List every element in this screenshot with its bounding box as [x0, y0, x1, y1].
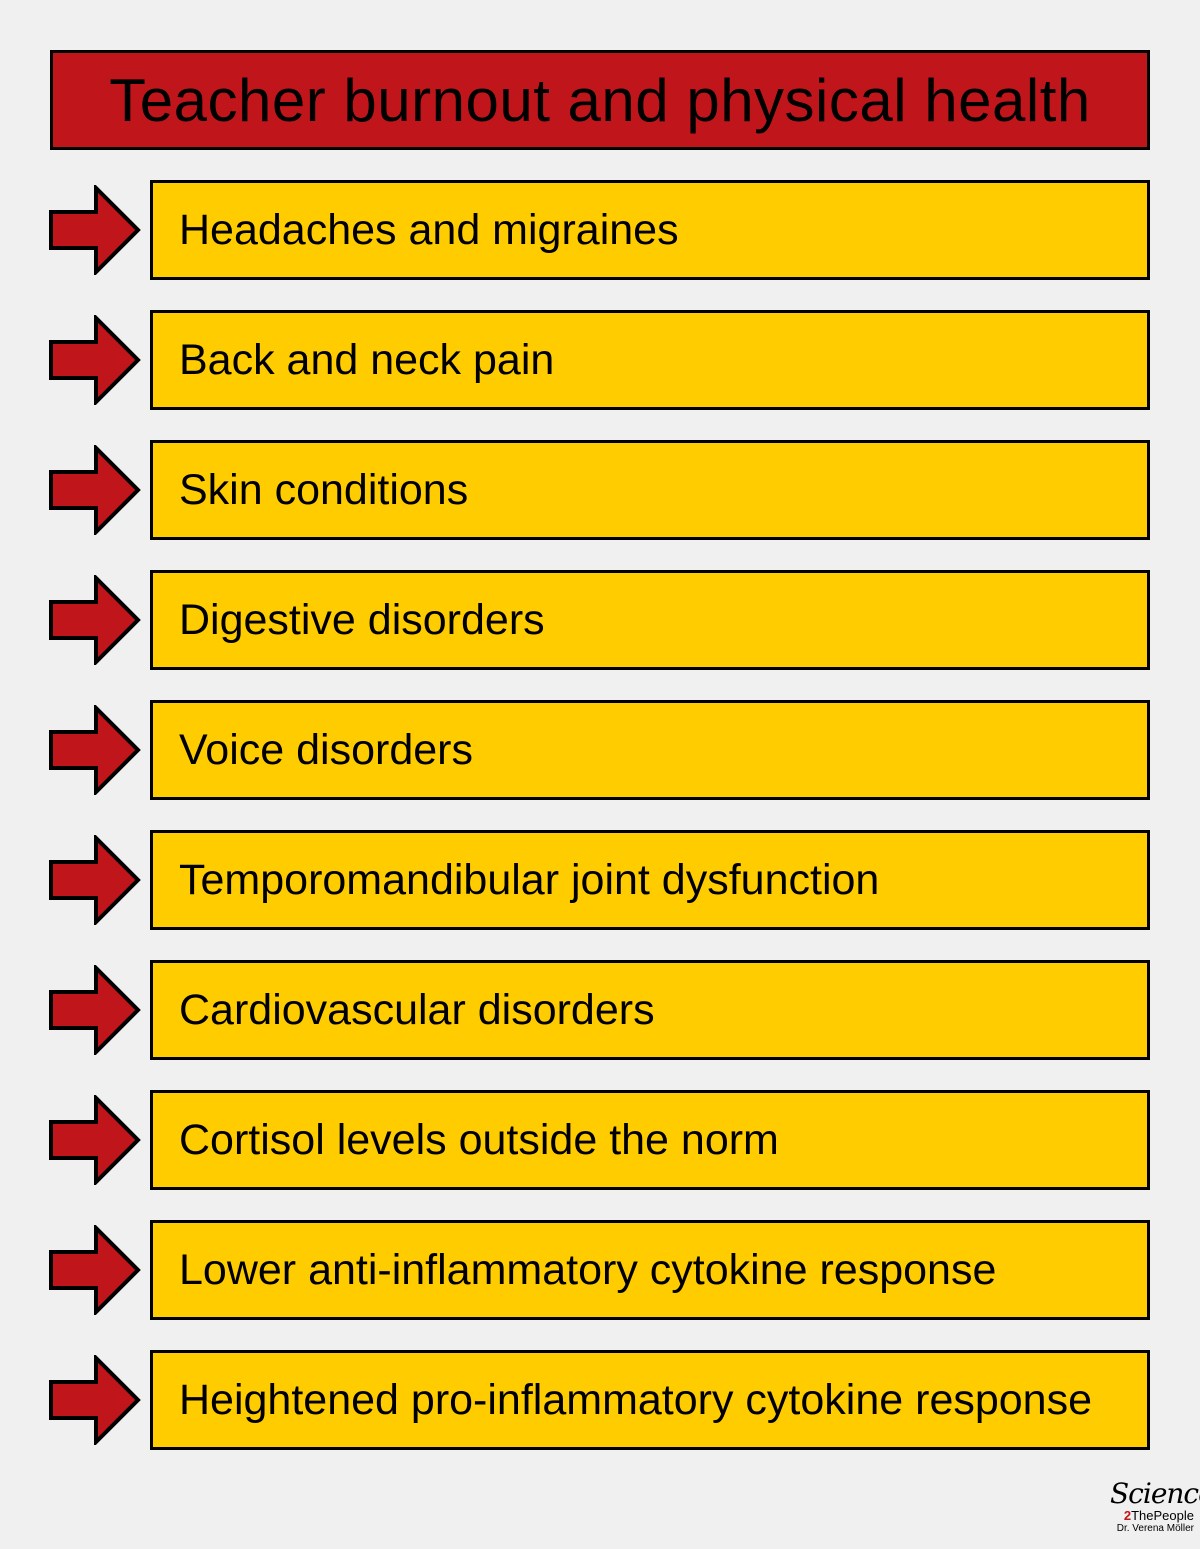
list-item: Digestive disorders: [0, 570, 1200, 670]
item-box: Cortisol levels outside the norm: [150, 1090, 1150, 1190]
item-box: Cardiovascular disorders: [150, 960, 1150, 1060]
item-box: Temporomandibular joint dysfunction: [150, 830, 1150, 930]
right-arrow-icon: [49, 1355, 141, 1445]
item-box: Voice disorders: [150, 700, 1150, 800]
item-box: Lower anti-inflammatory cytokine respons…: [150, 1220, 1150, 1320]
logo-brand: ThePeople: [1131, 1508, 1194, 1523]
item-label: Heightened pro-inflammatory cytokine res…: [179, 1375, 1093, 1424]
right-arrow-icon: [49, 965, 141, 1055]
right-arrow-icon: [49, 705, 141, 795]
list-item: Skin conditions: [0, 440, 1200, 540]
title-banner: Teacher burnout and physical health: [50, 50, 1150, 150]
item-label: Headaches and migraines: [179, 205, 679, 254]
list-item: Headaches and migraines: [0, 180, 1200, 280]
item-box: Back and neck pain: [150, 310, 1150, 410]
item-label: Voice disorders: [179, 725, 473, 774]
right-arrow-icon: [49, 1225, 141, 1315]
right-arrow-icon: [49, 315, 141, 405]
right-arrow-icon: [49, 835, 141, 925]
item-label: Temporomandibular joint dysfunction: [179, 855, 880, 904]
list-item: Cardiovascular disorders: [0, 960, 1200, 1060]
right-arrow-icon: [49, 445, 141, 535]
item-box: Digestive disorders: [150, 570, 1150, 670]
item-label: Cardiovascular disorders: [179, 985, 655, 1034]
right-arrow-icon: [49, 575, 141, 665]
list-item: Heightened pro-inflammatory cytokine res…: [0, 1350, 1200, 1450]
list-item: Lower anti-inflammatory cytokine respons…: [0, 1220, 1200, 1320]
brand-logo: Science 2ThePeople Dr. Verena Möller: [1110, 1477, 1200, 1535]
list-item: Back and neck pain: [0, 310, 1200, 410]
list-item: Voice disorders: [0, 700, 1200, 800]
item-box: Heightened pro-inflammatory cytokine res…: [150, 1350, 1150, 1450]
list-item: Cortisol levels outside the norm: [0, 1090, 1200, 1190]
logo-brand-line: 2ThePeople: [1110, 1509, 1194, 1523]
list-item: Temporomandibular joint dysfunction: [0, 830, 1200, 930]
logo-script-text: Science: [1110, 1477, 1200, 1510]
item-box: Skin conditions: [150, 440, 1150, 540]
item-box: Headaches and migraines: [150, 180, 1150, 280]
item-label: Skin conditions: [179, 465, 469, 514]
right-arrow-icon: [49, 1095, 141, 1185]
logo-author: Dr. Verena Möller: [1116, 1523, 1194, 1534]
item-label: Cortisol levels outside the norm: [179, 1115, 779, 1164]
item-label: Digestive disorders: [179, 595, 545, 644]
item-label: Lower anti-inflammatory cytokine respons…: [179, 1245, 997, 1294]
item-label: Back and neck pain: [179, 335, 555, 384]
right-arrow-icon: [49, 185, 141, 275]
logo-two: 2: [1123, 1508, 1132, 1523]
page-title: Teacher burnout and physical health: [109, 66, 1091, 134]
